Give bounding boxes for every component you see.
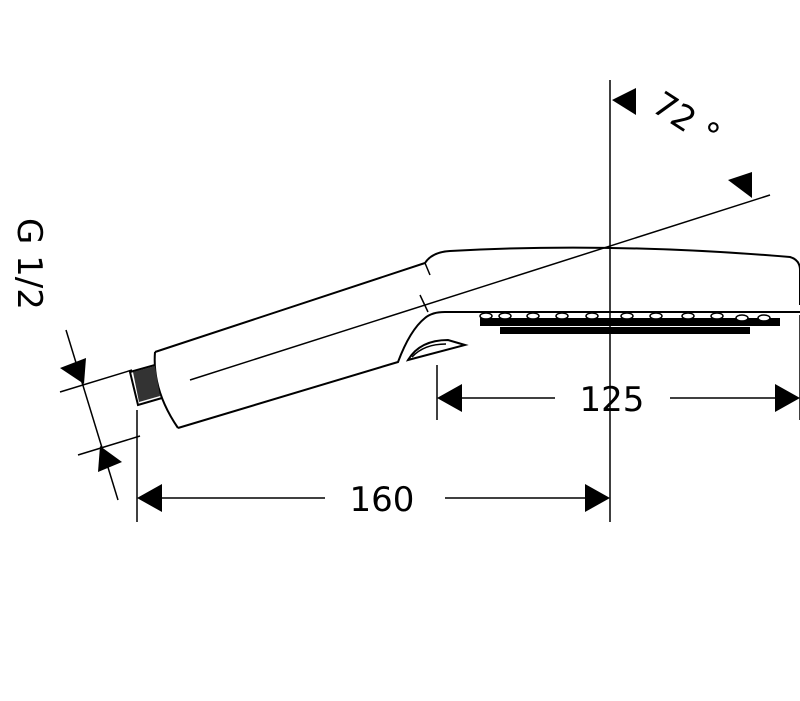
thread-label: G 1/2 (9, 218, 49, 310)
head-length-dimension: 125 (436, 315, 800, 420)
shower-body (128, 246, 800, 429)
shower-axis-line (189, 194, 771, 381)
angle-dimension: 72 ° (612, 84, 752, 198)
angle-label: 72 ° (645, 84, 726, 156)
head-length-label: 125 (580, 380, 645, 420)
thread-dimension: G 1/2 (9, 218, 141, 501)
nozzle-row (479, 312, 780, 334)
overall-length-label: 160 (350, 480, 415, 520)
thread-connector (128, 364, 163, 407)
overall-length-dimension: 160 (136, 410, 610, 522)
